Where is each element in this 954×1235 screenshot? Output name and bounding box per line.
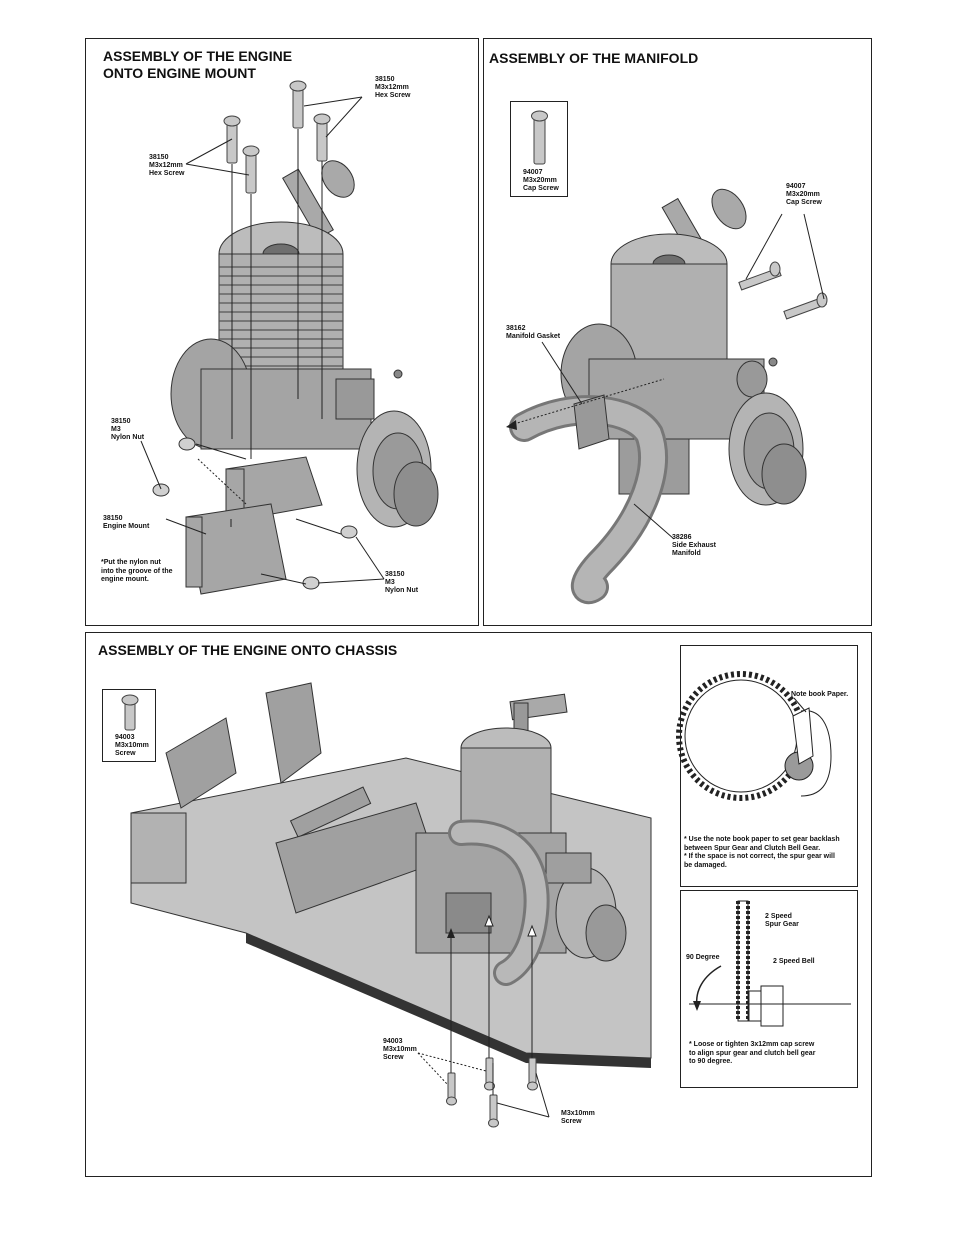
label-90-degree: 90 Degree [686, 954, 720, 961]
label-screw-bottom: 94003 M3x10mm Screw [383, 1038, 417, 1061]
label-nylon-nut-left: 38150 M3 Nylon Nut [111, 418, 145, 441]
alignment-note: * Loose or tighten 3x12mm cap screw to a… [689, 1041, 816, 1065]
chassis-panel: ASSEMBLY OF THE ENGINE ONTO CHASSIS 9400… [85, 632, 872, 1177]
label-manifold-gasket: 38162 Manifold Gasket [506, 325, 561, 340]
cap-screw-icon [531, 110, 548, 165]
screw-icon [121, 694, 139, 731]
label-hex-screw-top: 38150 M3x12mm Hex Screw [375, 76, 411, 99]
label-cap-screw: 94007 M3x20mm Cap Screw [786, 183, 822, 206]
label-m3-screw: M3x10mm Screw [561, 1110, 595, 1125]
label-side-exhaust: 38286 Side Exhaust Manifold [672, 534, 716, 557]
label-nylon-nut-right: 38150 M3 Nylon Nut [385, 571, 419, 594]
screw-box: 94003 M3x10mm Screw [102, 689, 156, 762]
label-screw-box: 94003 M3x10mm Screw [115, 734, 149, 757]
gear-alignment-illustration [689, 900, 851, 1027]
cap-screw-box: 94007 M3x20mm Cap Screw [510, 101, 568, 197]
label-2-speed-spur-gear: 2 Speed Spur Gear [765, 913, 799, 928]
manifold-title: ASSEMBLY OF THE MANIFOLD [489, 50, 699, 66]
label-engine-mount: 38150 Engine Mount [103, 515, 150, 530]
alignment-box: 2 Speed Spur Gear 90 Degree 2 Speed Bell… [680, 890, 858, 1088]
label-note-book-paper: Note book Paper. [791, 691, 849, 698]
engine-mount-note: *Put the nylon nut into the groove of th… [101, 559, 173, 583]
chassis-illustration [130, 682, 652, 1128]
engine-mount-panel: ASSEMBLY OF THE ENGINE ONTO ENGINE MOUNT [85, 38, 479, 626]
backlash-box: Note book Paper. * Use the note book pap… [676, 645, 858, 887]
gear-backlash-illustration [676, 671, 832, 801]
manifold-panel: ASSEMBLY OF THE MANIFOLD 94007 M3x20mm C… [483, 38, 872, 626]
backlash-note: * Use the note book paper to set gear ba… [684, 836, 840, 869]
label-hex-screw-left: 38150 M3x12mm Hex Screw [149, 154, 185, 177]
label-2-speed-bell: 2 Speed Bell [773, 958, 815, 965]
engine-mount-title: ASSEMBLY OF THE ENGINE ONTO ENGINE MOUNT [103, 48, 293, 81]
chassis-title: ASSEMBLY OF THE ENGINE ONTO CHASSIS [98, 642, 398, 658]
manifold-illustration [506, 188, 828, 605]
label-cap-screw-box: 94007 M3x20mm Cap Screw [523, 169, 559, 192]
engine-mount-illustration [140, 80, 439, 595]
